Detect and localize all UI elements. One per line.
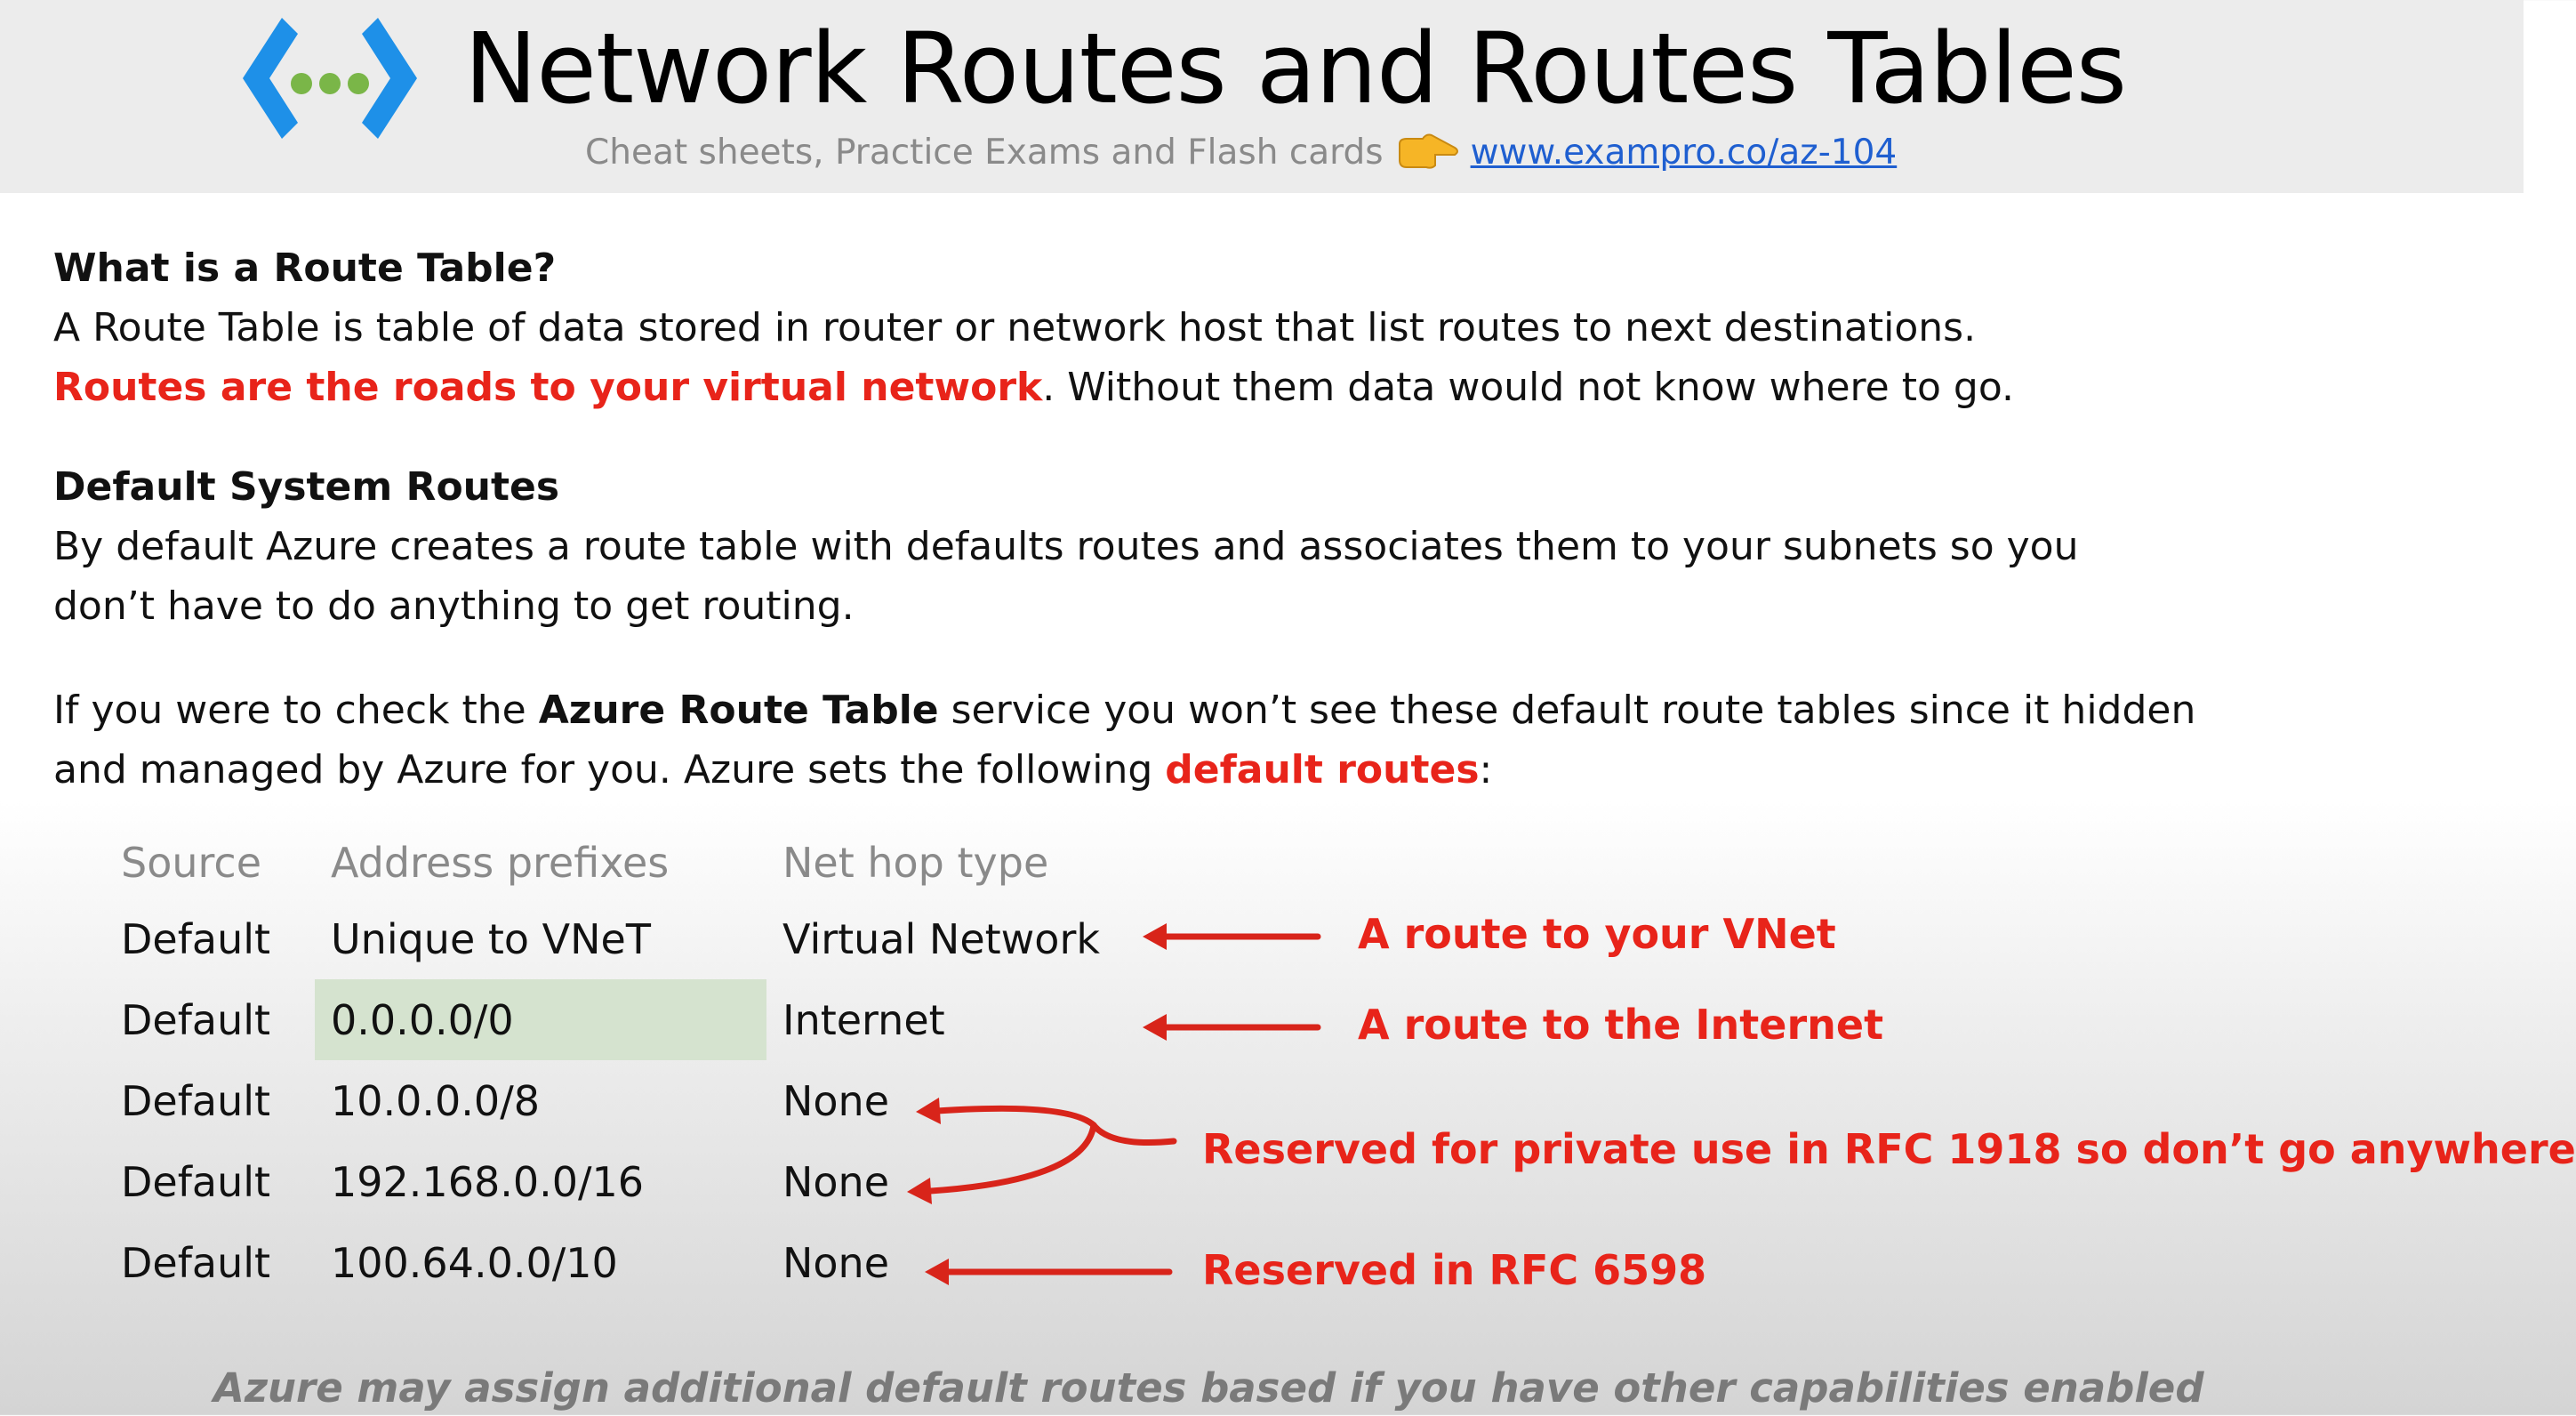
column-header-next-hop-type: Net hop type (782, 839, 1049, 887)
arrow-private-bottom (912, 1122, 1097, 1195)
header-banner: Network Routes and Routes Tables Cheat s… (0, 0, 2524, 193)
arrowhead-rfc6598 (925, 1259, 949, 1285)
table-row: Default 100.64.0.0/10 None (105, 1222, 1154, 1303)
routes-table: Source Address prefixes Net hop type Def… (105, 827, 1154, 1303)
intro-line-2-rest: . Without them data would not know where… (1042, 365, 2014, 410)
arrowhead-private-bottom (907, 1178, 932, 1204)
cell-source: Default (121, 995, 271, 1044)
defaults-line-2: don’t have to do anything to get routing… (53, 583, 855, 629)
cell-address-prefix: 100.64.0.0/10 (331, 1238, 618, 1287)
defaults-line-1: By default Azure creates a route table w… (53, 524, 2079, 569)
cell-next-hop-type: None (782, 1157, 890, 1206)
azure-note-section: If you were to check the Azure Route Tab… (53, 680, 2454, 800)
table-row: Default 10.0.0.0/8 None (105, 1060, 1154, 1141)
page-title: Network Routes and Routes Tables (464, 12, 2127, 125)
table-row: Default 0.0.0.0/0 Internet (105, 979, 1154, 1060)
pointing-hand-icon (1398, 133, 1458, 169)
annotation-rfc6598: Reserved in RFC 6598 (1202, 1246, 1707, 1294)
footer-note: Azure may assign additional default rout… (213, 1364, 2204, 1412)
intro-highlight: Routes are the roads to your virtual net… (53, 365, 1043, 410)
cell-next-hop-type: Internet (782, 995, 945, 1044)
arrowhead-internet (1143, 1014, 1167, 1041)
defaults-section: Default System Routes By default Azure c… (53, 457, 2454, 636)
cell-next-hop-type: Virtual Network (782, 914, 1100, 963)
azure-note-part-1: If you were to check the (53, 688, 539, 733)
cell-address-prefix-highlighted: 0.0.0.0/0 (315, 979, 766, 1060)
annotation-internet: A route to the Internet (1358, 1001, 1884, 1049)
defaults-heading: Default System Routes (53, 464, 560, 510)
cell-source: Default (121, 1076, 271, 1125)
intro-section: What is a Route Table? A Route Table is … (53, 238, 2454, 417)
table-header-row: Source Address prefixes Net hop type (105, 827, 1154, 898)
cell-next-hop-type: None (782, 1076, 890, 1125)
table-row: Default Unique to VNeT Virtual Network (105, 898, 1154, 979)
cell-address-prefix: 10.0.0.0/8 (331, 1076, 540, 1125)
azure-note-part-2: service you won’t see these default rout… (938, 688, 2196, 733)
cell-source: Default (121, 1238, 271, 1287)
arrowhead-private-top (916, 1098, 941, 1124)
cell-source: Default (121, 914, 271, 963)
arrow-private-top (921, 1105, 1177, 1146)
subtitle: Cheat sheets, Practice Exams and Flash c… (585, 126, 1897, 180)
cell-address-prefix: Unique to VNeT (331, 914, 651, 963)
azure-note-line-1: If you were to check the Azure Route Tab… (53, 680, 2454, 740)
annotation-arrows (907, 923, 1321, 1285)
table-row: Default 192.168.0.0/16 None (105, 1141, 1154, 1222)
annotation-private: Reserved for private use in RFC 1918 so … (1202, 1125, 2576, 1173)
azure-note-line-2-end: : (1479, 747, 1493, 792)
azure-route-table-term: Azure Route Table (538, 688, 939, 733)
intro-line-2: Routes are the roads to your virtual net… (53, 358, 2454, 417)
cell-next-hop-type: None (782, 1238, 890, 1287)
arrowhead-vnet (1143, 923, 1167, 950)
exampro-link[interactable]: www.exampro.co/az-104 (1470, 133, 1898, 173)
cell-source: Default (121, 1157, 271, 1206)
annotation-vnet: A route to your VNet (1358, 910, 1836, 958)
default-routes-highlight: default routes (1165, 747, 1480, 792)
column-header-address-prefixes: Address prefixes (331, 839, 670, 887)
intro-line-1: A Route Table is table of data stored in… (53, 305, 1977, 350)
subtitle-text: Cheat sheets, Practice Exams and Flash c… (585, 133, 1384, 173)
cell-address-prefix: 192.168.0.0/16 (331, 1157, 645, 1206)
azure-note-line-2-start: and managed by Azure for you. Azure sets… (53, 747, 1166, 792)
azure-route-table-icon (243, 18, 417, 139)
azure-note-line-2: and managed by Azure for you. Azure sets… (53, 740, 2454, 800)
intro-heading: What is a Route Table? (53, 245, 557, 291)
column-header-source: Source (121, 839, 261, 887)
